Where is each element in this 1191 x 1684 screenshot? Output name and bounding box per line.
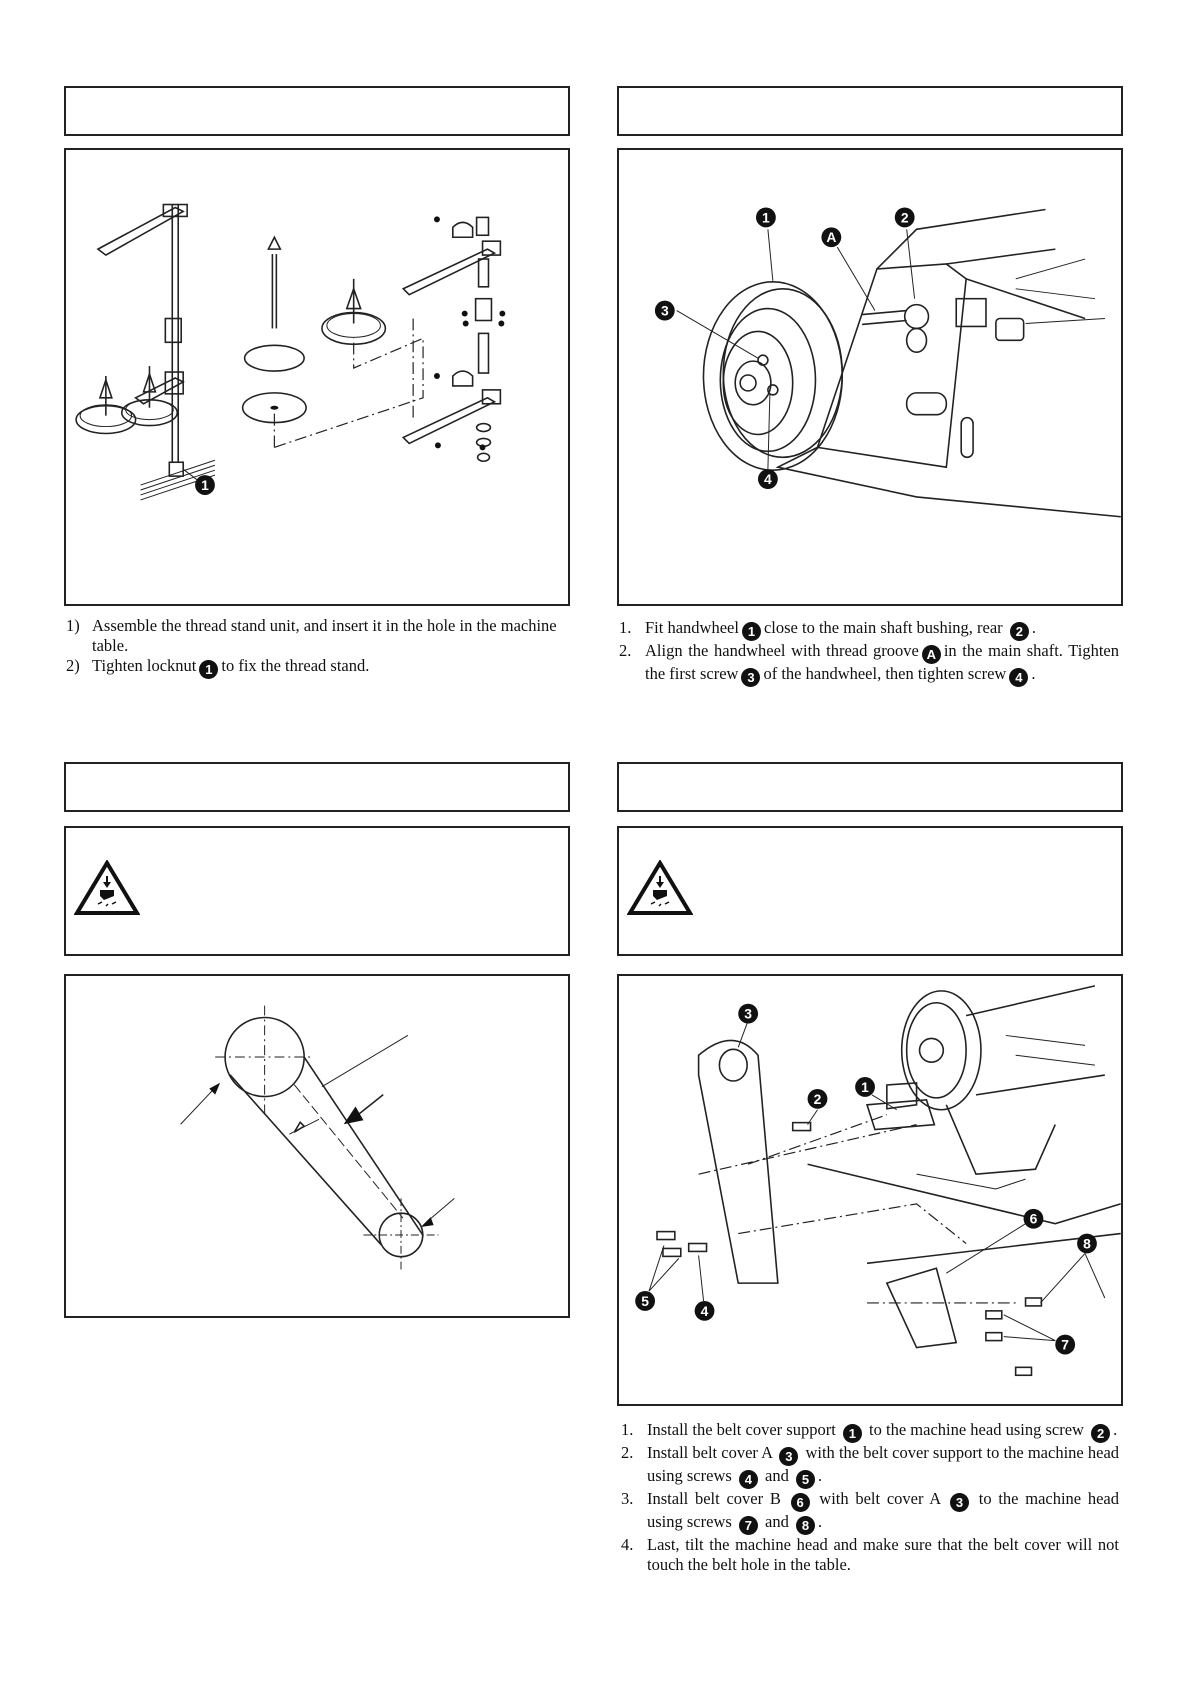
thread-stand-title-box bbox=[64, 86, 570, 136]
belt-cover-warning-box bbox=[617, 826, 1123, 956]
cover-a-label: 3 bbox=[744, 1006, 752, 1022]
belt-tension-figure bbox=[64, 974, 570, 1318]
screw-first-label: 3 bbox=[661, 303, 669, 319]
groove-label: A bbox=[826, 229, 836, 245]
screw-support-label: 2 bbox=[814, 1091, 822, 1107]
cover-b-label: 6 bbox=[1030, 1211, 1038, 1227]
thread-stand-instructions: 1)Assemble the thread stand unit, and in… bbox=[66, 616, 576, 679]
belt-warning-box bbox=[64, 826, 570, 956]
handwheel-figure: 1 2 A 3 4 bbox=[617, 148, 1123, 606]
list-item: 1)Assemble the thread stand unit, and in… bbox=[66, 616, 557, 655]
locknut-label: 1 bbox=[201, 477, 209, 493]
list-item: 2.Align the handwheel with thread groove… bbox=[619, 641, 1120, 687]
hand-caution-triangle-icon bbox=[74, 860, 140, 915]
screws-a2-label: 5 bbox=[641, 1293, 649, 1309]
thread-stand-figure: 1 bbox=[64, 148, 570, 606]
belt-cover-figure: 3 1 2 6 8 7 5 4 bbox=[617, 974, 1123, 1406]
belt-cover-title-box bbox=[617, 762, 1123, 812]
list-item: 3.Install belt cover B 6 with belt cover… bbox=[621, 1489, 1120, 1535]
hand-caution-triangle-icon bbox=[627, 860, 693, 915]
belt-cover-instructions: 1.Install the belt cover support 1 to th… bbox=[621, 1420, 1119, 1575]
screws-b1-label: 7 bbox=[1061, 1337, 1069, 1353]
list-item: 1.Install the belt cover support 1 to th… bbox=[621, 1420, 1118, 1443]
list-item: 2.Install belt cover A 3 with the belt c… bbox=[621, 1443, 1120, 1489]
handwheel-label: 1 bbox=[762, 209, 770, 225]
screw-second-label: 4 bbox=[764, 471, 772, 487]
screws-b2-label: 8 bbox=[1083, 1236, 1091, 1252]
bushing-label: 2 bbox=[901, 209, 909, 225]
screws-a1-label: 4 bbox=[701, 1303, 709, 1319]
handwheel-title-box bbox=[617, 86, 1123, 136]
belt-title-box bbox=[64, 762, 570, 812]
locknut-badge: 1 bbox=[199, 660, 219, 679]
list-item: 4.Last, tilt the machine head and make s… bbox=[621, 1535, 1119, 1574]
support-label: 1 bbox=[861, 1079, 869, 1095]
